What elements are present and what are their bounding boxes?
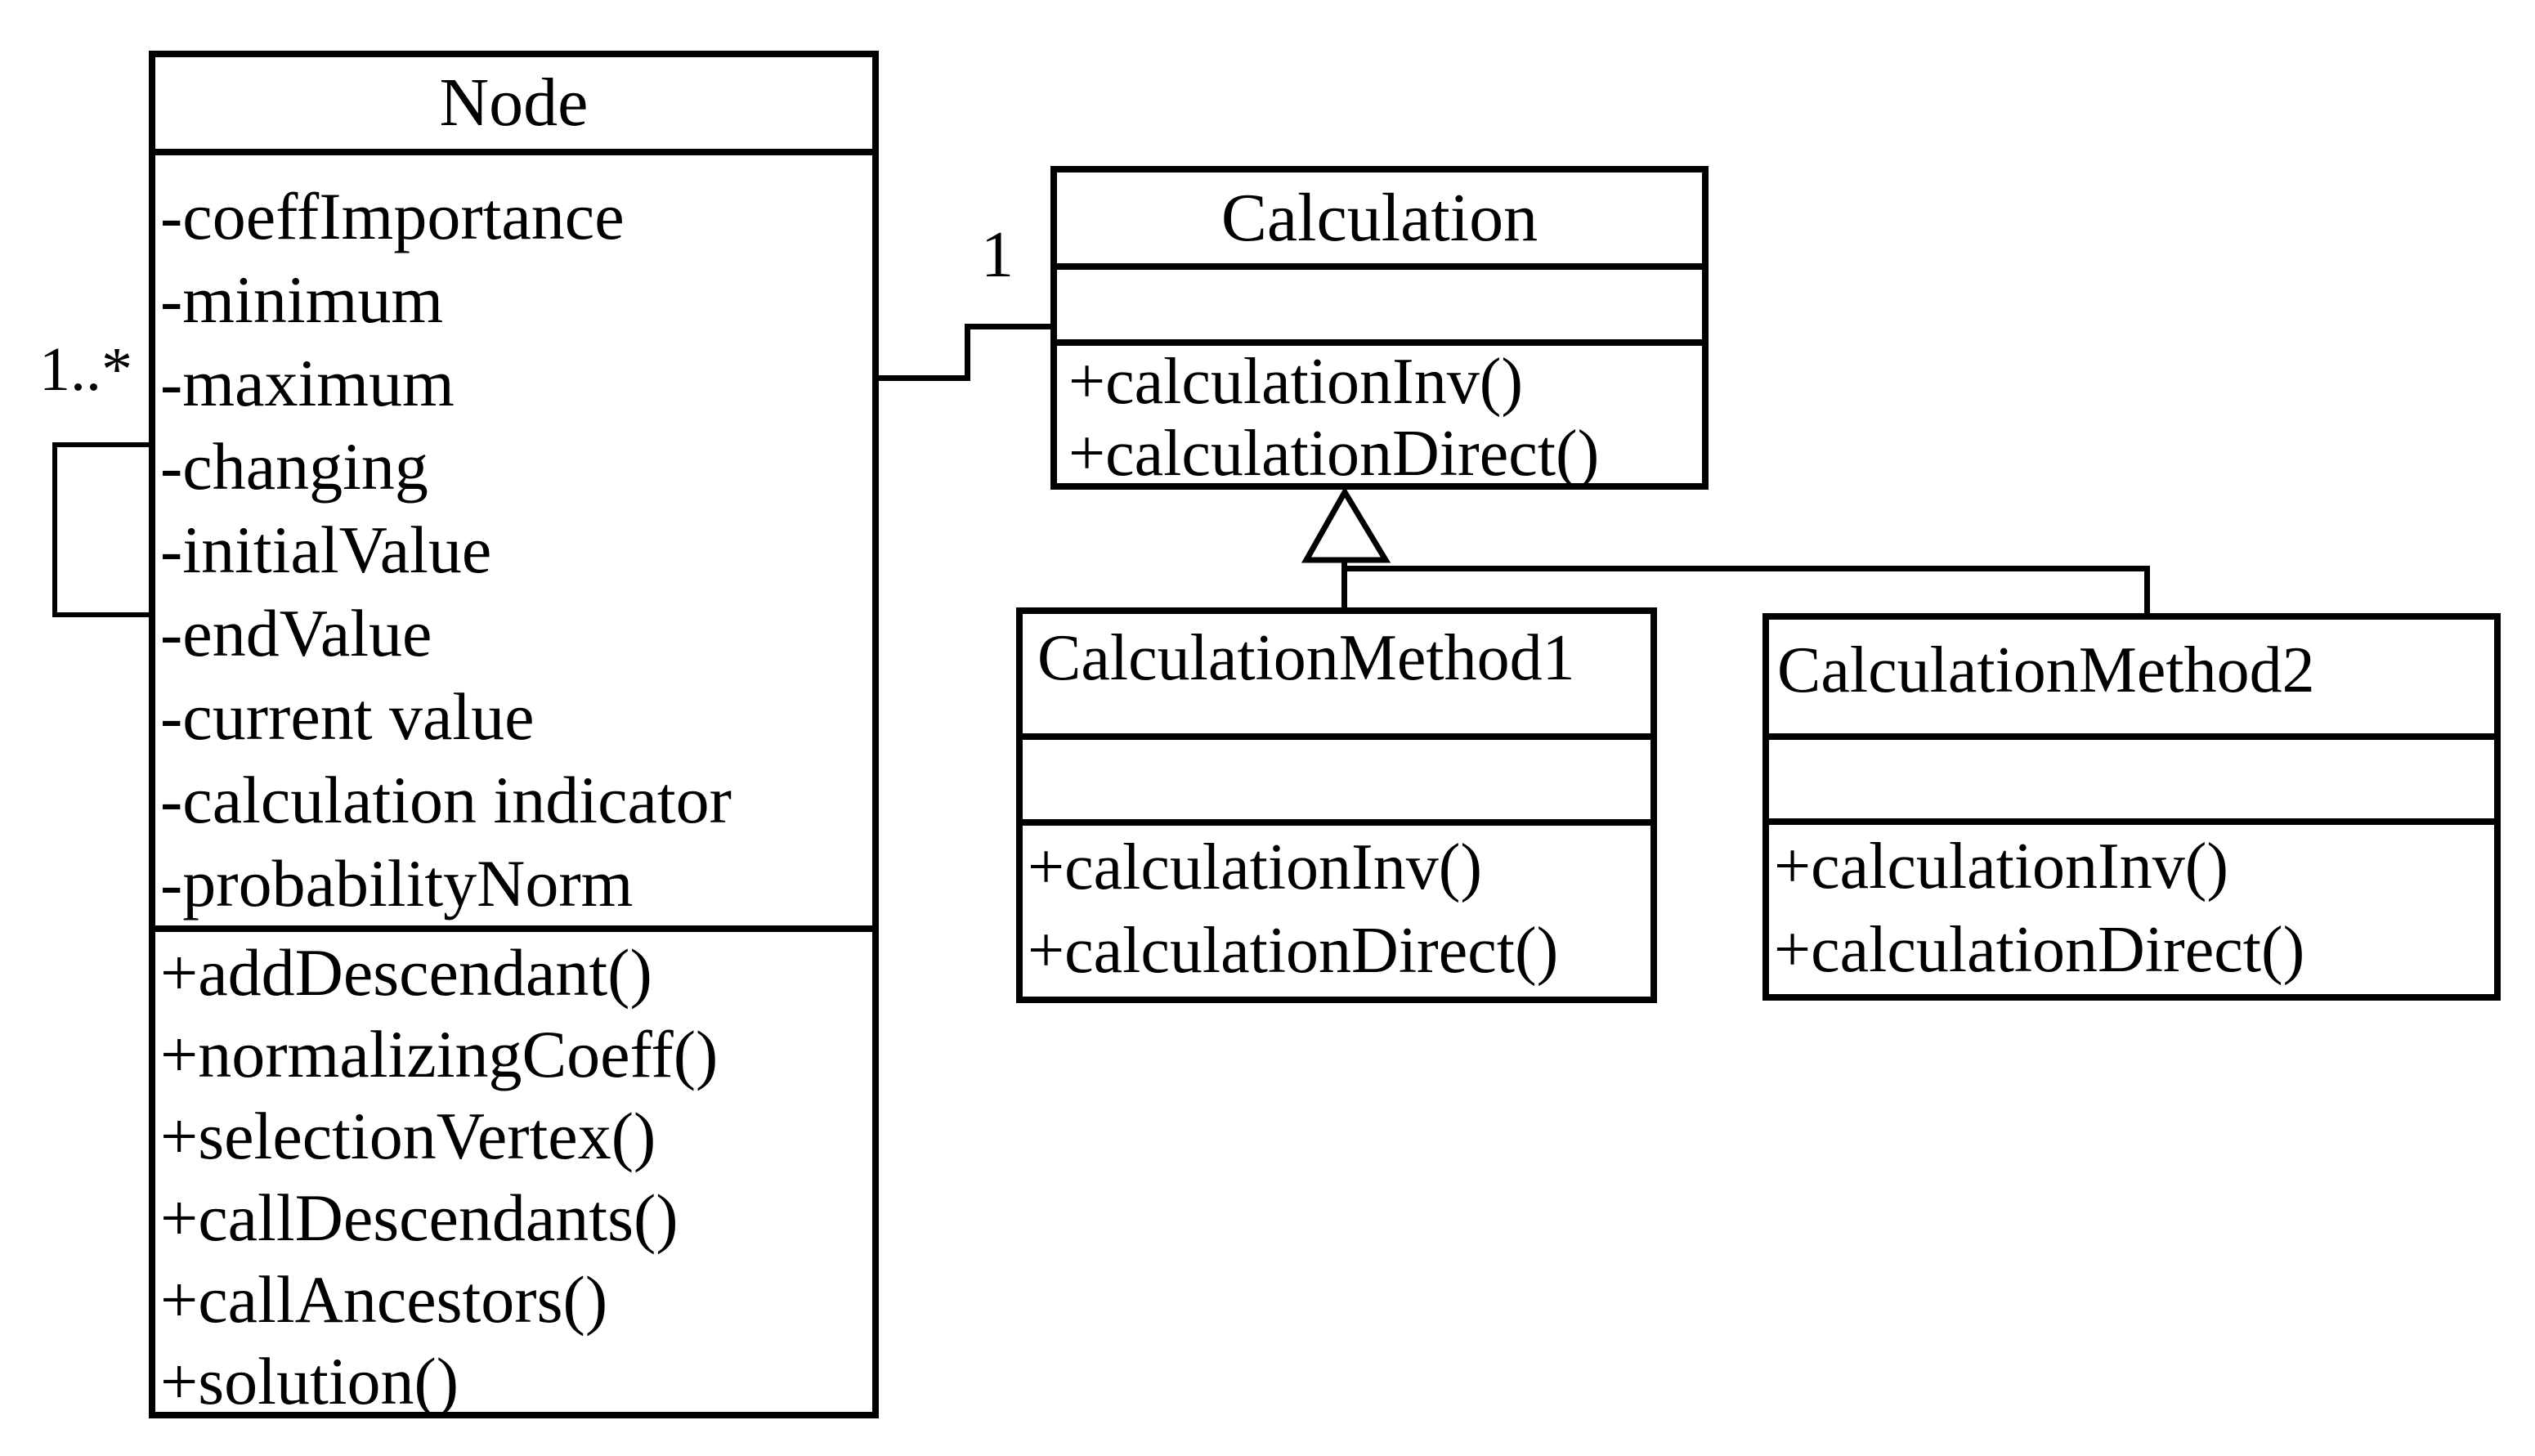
association-line-segment xyxy=(874,375,970,381)
class-title-node: Node xyxy=(155,57,872,155)
method-row: +normalizingCoeff() xyxy=(160,1017,719,1091)
class-title-calculationmethod2: CalculationMethod2 xyxy=(1769,620,2494,740)
attribute-row: -probabilityNorm xyxy=(160,846,634,921)
attributes-compartment-calculationmethod2 xyxy=(1769,740,2494,825)
method-row: +selectionVertex() xyxy=(160,1099,656,1173)
method-row: +calculationDirect() xyxy=(1068,418,1600,483)
generalization-line-segment xyxy=(1341,566,2150,571)
multiplicity-label-one-to-many: 1..* xyxy=(39,335,132,404)
method-row: +addDescendant() xyxy=(160,935,652,1010)
attribute-row: -endValue xyxy=(160,596,432,670)
method-row: +calculationDirect() xyxy=(1028,915,1559,987)
multiplicity-label-one: 1 xyxy=(981,219,1014,291)
self-association-line-segment xyxy=(52,442,57,617)
method-row: +calculationInv() xyxy=(1028,831,1482,903)
attributes-compartment-calculation xyxy=(1057,270,1702,346)
methods-compartment-node: +addDescendant() +normalizingCoeff() +se… xyxy=(155,932,872,1412)
method-row: +calculationInv() xyxy=(1774,831,2228,903)
attributes-compartment-calculationmethod1 xyxy=(1023,740,1650,826)
generalization-line-segment xyxy=(2144,566,2150,616)
class-box-calculationmethod2: CalculationMethod2 +calculationInv() +ca… xyxy=(1762,613,2501,1001)
class-title-calculationmethod1: CalculationMethod1 xyxy=(1023,614,1650,740)
methods-compartment-calculation: +calculationInv() +calculationDirect() xyxy=(1057,346,1702,483)
methods-compartment-calculationmethod1: +calculationInv() +calculationDirect() xyxy=(1023,826,1650,997)
attributes-compartment-node: -coeffImportance -minimum -maximum -chan… xyxy=(155,155,872,932)
attribute-row: -changing xyxy=(160,429,428,504)
attribute-row: -calculation indicator xyxy=(160,763,732,837)
method-row: +calculationInv() xyxy=(1068,346,1523,418)
class-box-calculationmethod1: CalculationMethod1 +calculationInv() +ca… xyxy=(1016,607,1657,1003)
method-row: +solution() xyxy=(160,1344,459,1412)
methods-compartment-calculationmethod2: +calculationInv() +calculationDirect() xyxy=(1769,825,2494,994)
method-row: +calculationDirect() xyxy=(1774,914,2305,986)
generalization-triangle-icon xyxy=(1301,486,1391,563)
attribute-row: -current value xyxy=(160,679,535,754)
attribute-row: -maximum xyxy=(160,346,455,420)
self-association-line-segment xyxy=(52,612,154,617)
method-row: +callAncestors() xyxy=(160,1262,608,1337)
class-title-calculation: Calculation xyxy=(1057,172,1702,270)
attribute-row: -coeffImportance xyxy=(160,179,625,253)
class-box-calculation: Calculation +calculationInv() +calculati… xyxy=(1050,166,1709,490)
attribute-row: -minimum xyxy=(160,262,444,337)
method-row: +callDescendants() xyxy=(160,1180,679,1255)
attribute-row: -initialValue xyxy=(160,513,492,587)
generalization-line-segment xyxy=(1341,561,1347,612)
association-line-segment xyxy=(965,324,1056,329)
class-box-node: Node -coeffImportance -minimum -maximum … xyxy=(149,51,879,1418)
self-association-line-segment xyxy=(52,442,154,447)
association-line-segment xyxy=(965,324,970,381)
